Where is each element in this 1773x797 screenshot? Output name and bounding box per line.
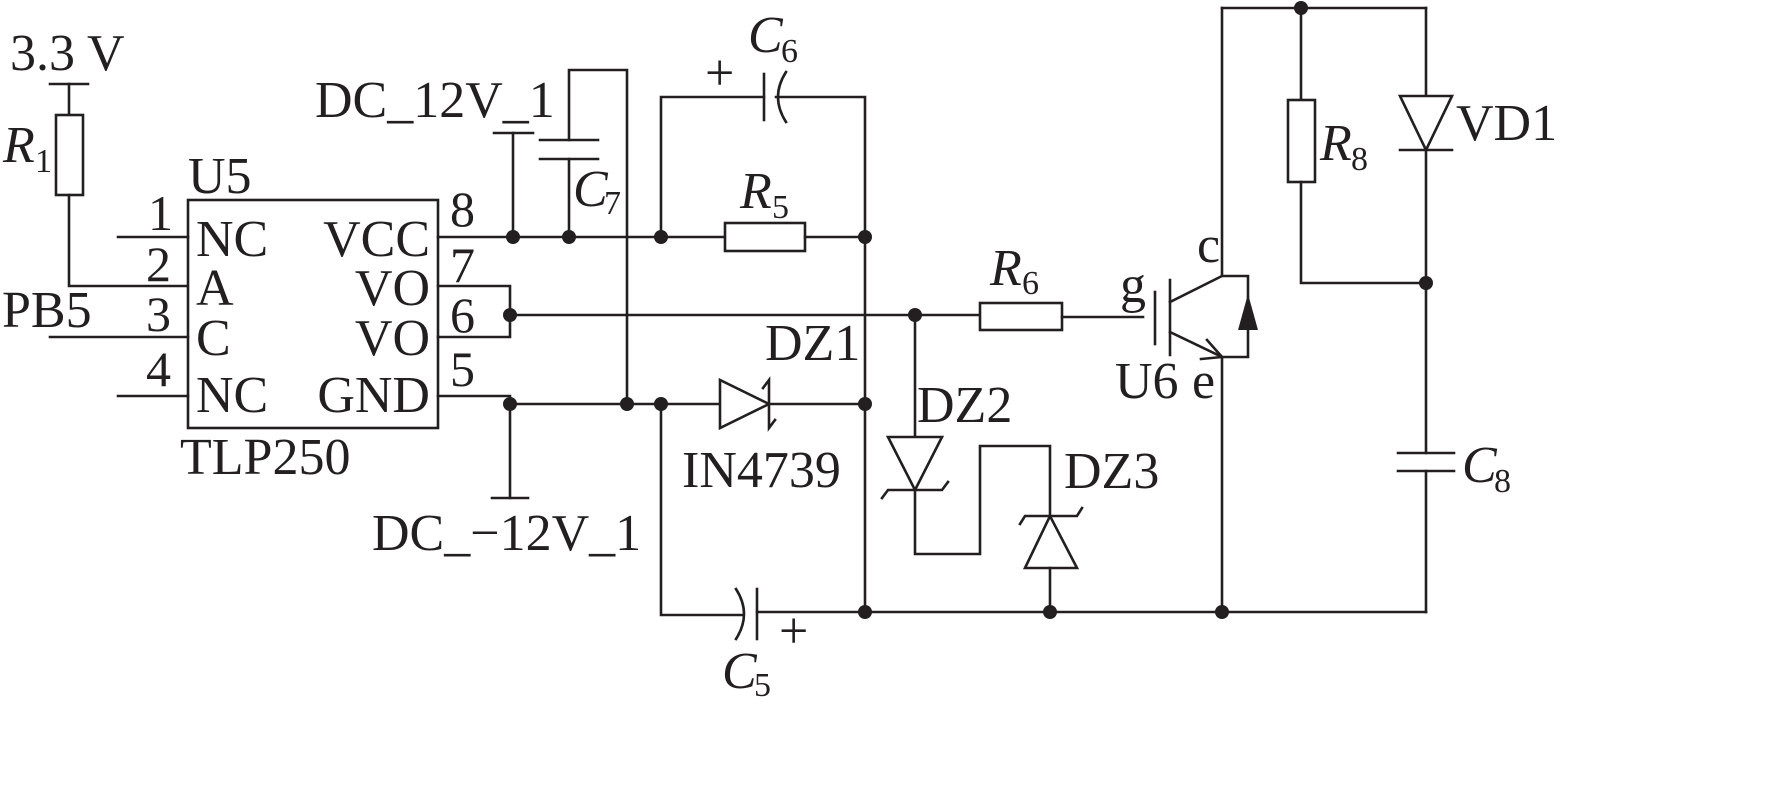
junction-dot [503, 397, 517, 411]
gate-drive: R 6 [436, 240, 1145, 339]
r6-resistor [978, 301, 1064, 332]
u6-ref-label: U6 [1115, 353, 1179, 410]
freewheel-diode-arrow [1238, 294, 1258, 330]
dc12p-label: DC_12V_1 [315, 72, 555, 129]
junction-dot [1043, 605, 1057, 619]
junction-dot [562, 230, 576, 244]
r5-subscript: 5 [772, 189, 789, 226]
dz3-label: DZ3 [1064, 443, 1159, 500]
gnd-wire-left [436, 394, 722, 406]
u6-igbt: c g U6 e [1115, 6, 1258, 614]
r1-label: R [2, 117, 35, 174]
pin5-number: 5 [450, 341, 475, 397]
junction-dot [620, 397, 634, 411]
pin8-number: 8 [450, 181, 475, 237]
c8-label: C [1462, 437, 1498, 494]
junction-dots [503, 1, 1433, 619]
c8-subscript: 8 [1494, 463, 1511, 500]
c5-label: C [722, 643, 758, 700]
pin1-number: 1 [148, 185, 173, 241]
junction-dot [506, 230, 520, 244]
r6-subscript: 6 [1022, 265, 1039, 302]
snubber: R 8 VD1 C 8 [1220, 6, 1557, 614]
junction-dot [654, 397, 668, 411]
gate-clamp: DZ2 DZ3 [880, 313, 1159, 614]
junction-dot [1215, 605, 1229, 619]
pin6-number: 6 [450, 287, 475, 343]
c5-plate-curved [734, 587, 746, 641]
junction-dot [908, 308, 922, 322]
pin2-name: A [196, 260, 234, 317]
c7-to-gnd-wire [567, 68, 629, 406]
junction-dot [503, 308, 517, 322]
dz2-dz3-link [913, 444, 1052, 556]
junction-dot [1419, 276, 1433, 290]
gnd-rail: DC_−12V_1 DZ1 IN4739 + C 5 [372, 315, 1428, 704]
junction-dot [654, 230, 668, 244]
dc12n-label: DC_−12V_1 [372, 505, 641, 562]
dz2-label: DZ2 [917, 377, 1012, 434]
junction-dot [858, 397, 872, 411]
pin8-name: VCC [323, 211, 430, 268]
pin7-number: 7 [450, 237, 475, 293]
junction-dot [858, 230, 872, 244]
r5-label: R [739, 163, 772, 220]
r1-branch: 3.3 V R 1 [2, 25, 190, 288]
v33-label: 3.3 V [10, 25, 125, 82]
pin7-name: VO [355, 260, 430, 317]
r5-resistor [723, 221, 807, 253]
c5-left-wire [659, 402, 744, 617]
r8-label: R [1319, 115, 1352, 172]
igbt-gate-label: g [1120, 257, 1146, 314]
r1-subscript: 1 [35, 143, 52, 180]
vcc-rail: R 5 DC_12V_1 C 7 + C 6 [315, 7, 867, 614]
u5-body [186, 198, 440, 430]
c5-subscript: 5 [754, 667, 771, 704]
pb5-label: PB5 [2, 282, 92, 339]
c7-label: C [573, 161, 609, 218]
dz2-diode-body [885, 435, 945, 493]
vd1-label: VD1 [1456, 95, 1557, 152]
pin2-number: 2 [146, 236, 171, 292]
u5-part-label: TLP250 [180, 429, 350, 486]
r1-to-pin2-wire [67, 193, 190, 288]
r6-label: R [989, 240, 1022, 297]
pin6-name: VO [355, 310, 430, 367]
pin1-name: NC [196, 211, 268, 268]
pin4-name: NC [196, 367, 268, 424]
pin3-name: C [196, 310, 231, 367]
igbt-emitter-label: e [1192, 353, 1215, 410]
junction-dot [1294, 1, 1308, 15]
r8-resistor [1286, 98, 1317, 184]
dz3-diode-body [1022, 513, 1080, 570]
r1-resistor [54, 113, 85, 197]
c5-plus-label: + [779, 603, 808, 660]
r8-bottom-wire [1299, 180, 1428, 285]
igbt-collector-label: c [1197, 217, 1220, 274]
pin4-number: 4 [146, 341, 171, 397]
pin3-number: 3 [146, 286, 171, 342]
pin5-name: GND [317, 367, 430, 424]
u5-ref-label: U5 [188, 148, 252, 205]
junction-dot [858, 605, 872, 619]
c6-plus-label: + [705, 45, 734, 102]
c7-subscript: 7 [604, 185, 621, 222]
c6-left-wire [659, 95, 766, 239]
c6-label: C [748, 7, 784, 64]
dz1-diode-body [718, 377, 772, 431]
c6-subscript: 6 [781, 33, 798, 70]
r8-subscript: 8 [1351, 141, 1368, 178]
dz1-part-label: IN4739 [682, 442, 841, 499]
dz1-label: DZ1 [765, 315, 860, 372]
vd1-diode-body [1397, 94, 1455, 153]
c6-right-wire-and-mid-rail [774, 95, 867, 614]
u5-tlp250: U5 TLP250 1 2 3 4 NC A C NC VCC VO VO GN… [2, 148, 475, 486]
